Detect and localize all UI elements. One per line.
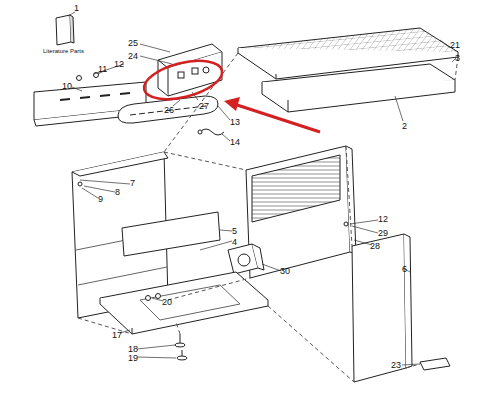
callout-number: 17: [112, 330, 122, 340]
callout-number: 25: [128, 38, 138, 48]
callout-number: 4: [232, 237, 237, 247]
callout-number: 6: [402, 264, 407, 274]
callout-number: 19: [128, 353, 138, 363]
callout-number: 12: [114, 59, 124, 69]
callout-number: 8: [115, 187, 120, 197]
callout-number: 23: [391, 360, 401, 370]
callout-number: 24: [128, 51, 138, 61]
callout-number: 21: [450, 40, 460, 50]
callout-number: 1: [74, 3, 79, 13]
callout-number: 29: [378, 228, 388, 238]
callout-number: 28: [370, 241, 380, 251]
callout-number: 13: [230, 117, 240, 127]
callout-number: 30: [280, 266, 290, 276]
callout-number: 3: [455, 53, 460, 63]
callout-number: 5: [232, 226, 237, 236]
callout-number: 11: [98, 64, 107, 74]
callout-number: 26: [164, 105, 174, 115]
callout-number: 18: [128, 344, 138, 354]
callout-number: 2: [402, 121, 407, 131]
callout-number: 10: [62, 81, 72, 91]
label-text: Literature Parts: [43, 48, 84, 55]
callout-number: 9: [98, 194, 103, 204]
callout-number: 14: [230, 137, 240, 147]
callout-number: 27: [199, 101, 209, 111]
callout-number: 7: [130, 178, 135, 188]
callout-number: 20: [162, 297, 172, 307]
callout-number: 12: [378, 214, 388, 224]
